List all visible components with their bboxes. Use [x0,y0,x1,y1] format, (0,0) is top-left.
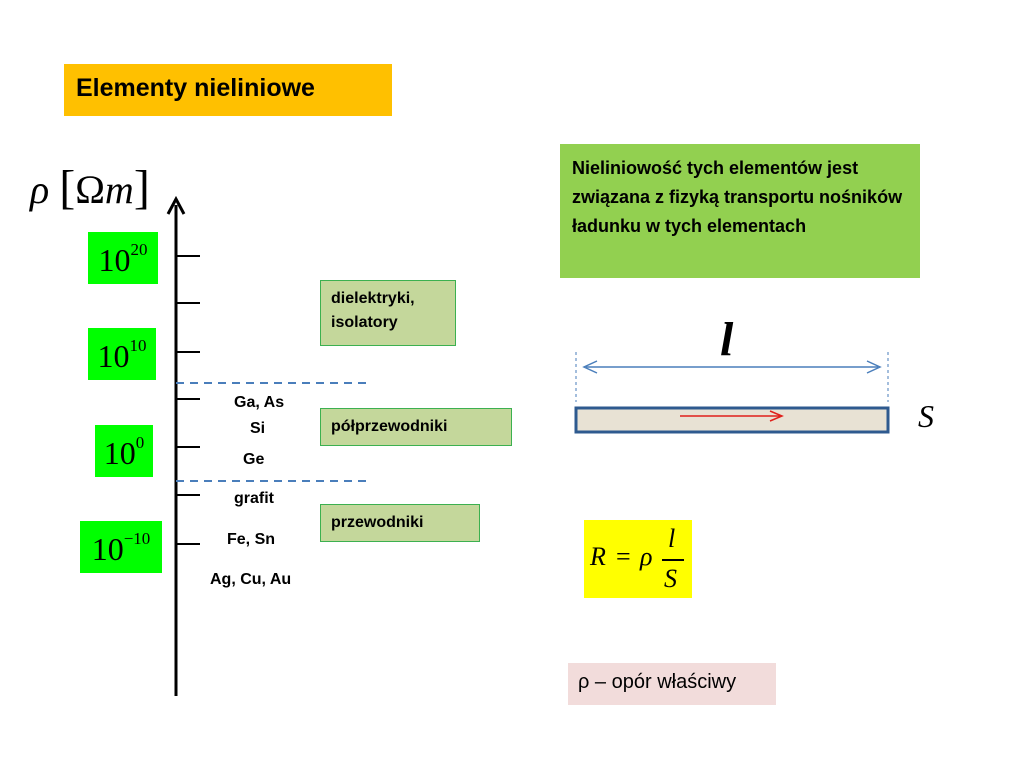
material-fe-sn: Fe, Sn [227,531,276,548]
material-ag-cu-au: Ag, Cu, Au [210,571,292,588]
power-base: 10 [97,338,130,374]
axis-label-rho: ρ [30,167,50,212]
power-exponent: 10 [129,336,147,355]
class-semiconductors: półprzewodniki [320,408,512,446]
axis-label: ρ [Ωm] [30,162,150,214]
axis-ticks [176,255,200,545]
area-symbol: S [918,398,934,434]
length-arrowhead-right [866,360,882,374]
class-conductors: przewodniki [320,504,480,542]
length-symbol: l [720,313,734,366]
power-base: 10 [98,242,131,278]
axis-label-m: m [104,167,134,212]
power-base: 10 [103,435,136,471]
material-grafit: grafit [234,490,274,507]
material-si: Si [250,420,266,437]
conductor-bar [574,406,890,434]
formula-numerator: l [668,524,676,553]
power-exponent: −10 [123,529,151,548]
formula-rho: ρ [640,542,653,571]
power-exponent: 0 [135,433,145,452]
formula-denominator: S [664,564,677,593]
current-arrowhead [769,410,784,422]
formula-equals: = [616,542,631,571]
material-ge: Ge [243,451,265,468]
power-exponent: 20 [130,240,148,259]
axis-label-bracket-close: ] [133,161,150,214]
fraction-bar [662,559,684,561]
axis-label-bracket-open: [ [59,161,76,214]
power-base: 10 [91,531,124,567]
axis-arrowhead [166,195,186,215]
power-label-minus-10: 10−10 [80,521,162,573]
length-arrowhead-left [582,360,598,374]
formula-lhs: R [590,542,606,571]
material-ga-as: Ga, As [234,394,285,411]
slide-title: Elementy nieliniowe [64,64,392,116]
class-dielectrics: dielektryki, isolatory [320,280,456,346]
rho-definition: ρ – opór właściwy [568,663,776,705]
nonlinearity-note: Nieliniowość tych elementów jest związan… [560,144,920,278]
axis-label-omega: Ω [75,167,105,212]
resistance-formula: R = ρ l S [584,520,692,598]
